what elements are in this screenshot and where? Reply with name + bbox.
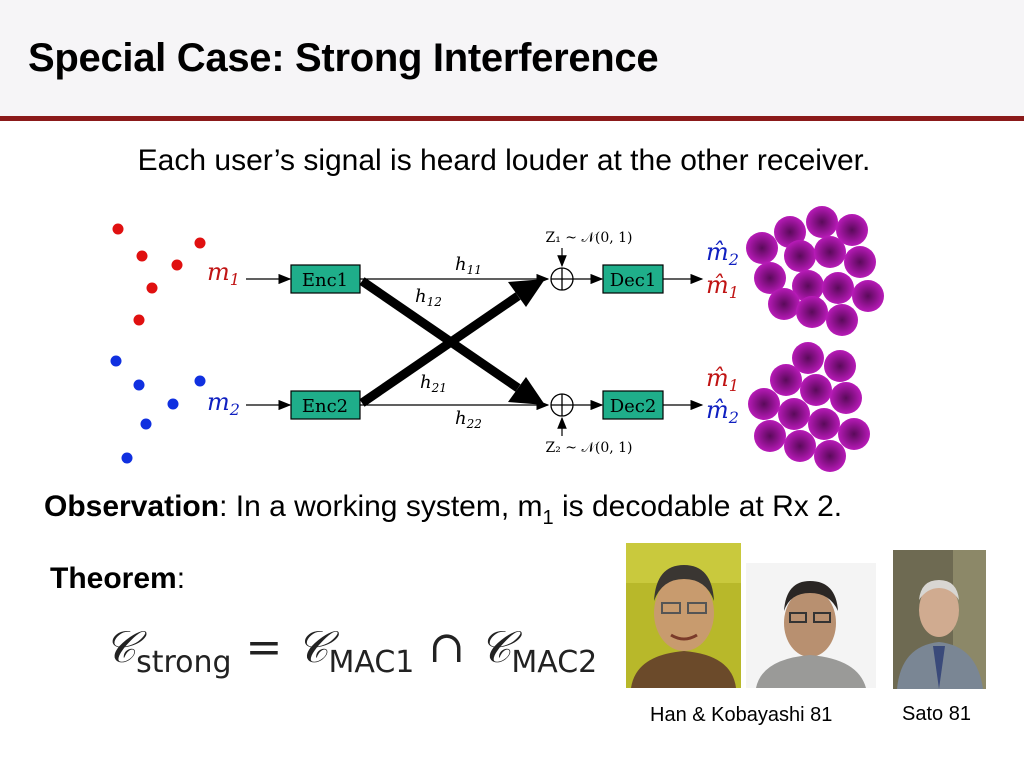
noise2-label: Z₂ ~ 𝒩(0, 1)	[545, 440, 632, 456]
dec1-box	[602, 264, 664, 294]
theorem-heading: Theorem:	[50, 562, 186, 595]
photo-han	[626, 543, 741, 688]
caption-han-kobayashi: Han & Kobayashi 81	[650, 704, 833, 726]
m2-label: m2	[207, 388, 240, 419]
dec2-box	[602, 390, 664, 420]
user1-constellation	[112, 223, 206, 326]
slide-title: Special Case: Strong Interference	[28, 36, 659, 80]
theorem-label: Theorem	[50, 562, 177, 595]
h21-label: h21	[420, 372, 447, 395]
h12-label: h12	[415, 286, 442, 309]
dec2-label: Dec2	[610, 396, 657, 417]
photo-sato	[893, 550, 986, 689]
rx1-estimate-m2: m̂2	[706, 238, 739, 269]
h22-label: h22	[455, 408, 482, 431]
adder-2	[550, 393, 574, 417]
rx1-estimate-m1: m̂1	[706, 271, 739, 302]
cross-path-2	[359, 292, 521, 407]
rx2-estimate-m1: m̂1	[706, 364, 739, 395]
caption-sato: Sato 81	[902, 703, 971, 725]
title-divider	[0, 116, 1024, 121]
title-band	[0, 0, 1024, 116]
theorem-formula: 𝒞strong = 𝒞MAC1 ∩ 𝒞MAC2	[104, 622, 598, 680]
observation-label: Observation	[44, 490, 220, 523]
photo-kobayashi	[746, 563, 876, 688]
adder-1	[550, 267, 574, 291]
rx1-constellation-cloud	[746, 206, 884, 336]
noise1-label: Z₁ ~ 𝒩(0, 1)	[545, 230, 632, 246]
observation-text: Observation: In a working system, m1 is …	[44, 490, 843, 529]
slide-subtitle: Each user’s signal is heard louder at th…	[137, 144, 871, 177]
rx2-estimate-m2: m̂2	[706, 396, 739, 427]
cross-path-1	[359, 277, 521, 392]
dec1-label: Dec1	[610, 270, 657, 291]
m1-label: m1	[207, 258, 240, 289]
rx2-constellation-cloud	[748, 342, 870, 472]
interference-channel-diagram: m1 m2 Enc1 Enc2 h11 h12 h21 h22 Z₁ ~ 𝒩(0…	[110, 206, 884, 472]
enc1-label: Enc1	[302, 270, 348, 291]
user2-constellation	[110, 355, 206, 464]
h11-label: h11	[455, 254, 482, 277]
enc2-label: Enc2	[302, 396, 348, 417]
